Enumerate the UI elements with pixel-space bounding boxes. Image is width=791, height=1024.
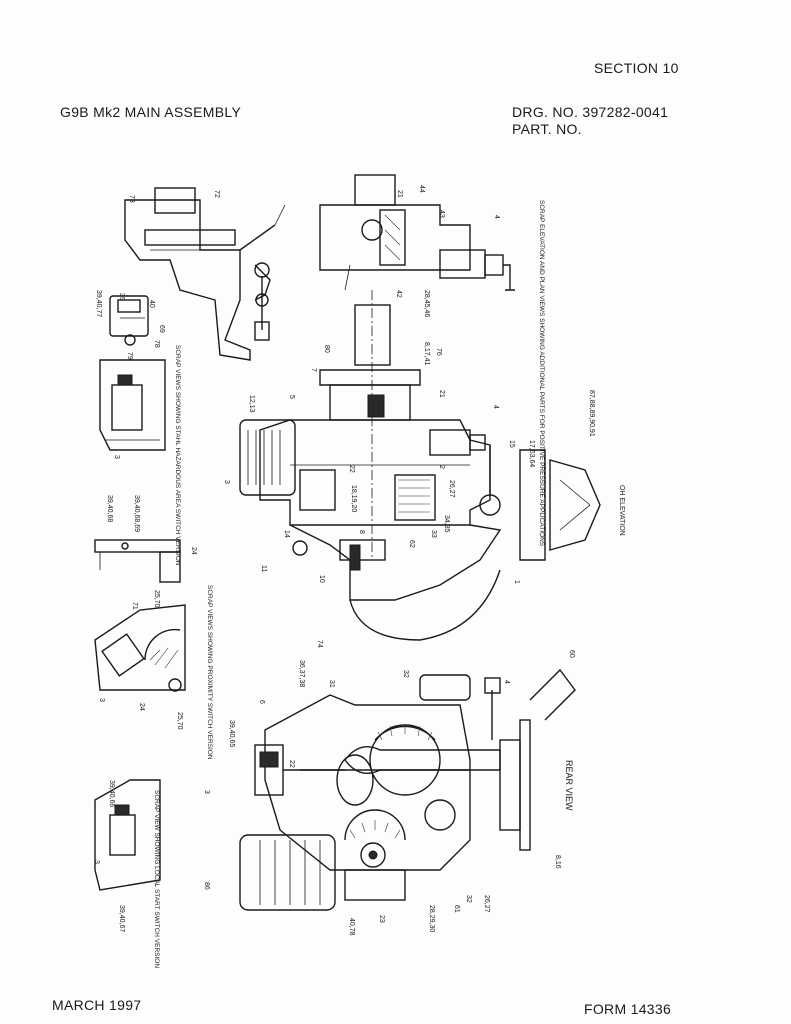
scrap-proximity-note: SCRAP VIEWS SHOWING PROXIMITY SWITCH VER… (206, 585, 213, 760)
scrap-positive-note: SCRAP ELEVATION AND PLAN VIEWS SHOWING A… (538, 200, 545, 547)
switch-detail-top (109, 295, 149, 346)
part-label: 3 (113, 455, 120, 459)
part-number: PART. NO. (512, 121, 582, 137)
part-label: 39,40,77 (95, 290, 102, 317)
part-label: 76 (435, 348, 442, 356)
part-label: 33 (430, 530, 437, 538)
part-label: 39,40,68 (106, 495, 113, 522)
elevation-title: OH ELEVATION (618, 485, 625, 536)
part-label: 11 (260, 565, 267, 572)
part-label: 39,40,66 (108, 780, 115, 807)
part-label: 73 (128, 195, 135, 203)
part-label: 6 (258, 700, 265, 704)
part-label: 79 (126, 352, 133, 360)
part-label: 12,13 (248, 395, 255, 413)
part-label: 74 (316, 640, 323, 648)
part-label: 8 (358, 530, 365, 534)
part-label: 69 (158, 325, 165, 333)
form-number: FORM 14336 (584, 1001, 672, 1017)
part-label: 26,27 (483, 895, 490, 913)
part-label: 39,40,65 (228, 720, 235, 747)
proximity-switch-views (94, 539, 186, 692)
part-label: 42 (395, 290, 402, 298)
part-label: 39,40,68,69 (133, 495, 140, 532)
part-label: 36,37,38 (298, 660, 305, 687)
part-label: 10 (318, 575, 325, 583)
part-label: 3 (223, 480, 230, 484)
part-label: 24 (190, 547, 197, 555)
part-label: 40 (148, 300, 155, 308)
part-label: 4 (492, 405, 499, 409)
positive-pressure-view (319, 174, 515, 291)
part-label: 34,35 (443, 515, 450, 533)
scrap-hazardous-note: SCRAP VIEWS SHOWING STAHL HAZARDOUS AREA… (174, 345, 181, 566)
part-label: 3 (98, 698, 105, 702)
bracket-assembly-top-left (124, 187, 286, 361)
part-label: 7 (310, 368, 317, 372)
part-label: 43 (438, 210, 445, 218)
section-number: SECTION 10 (594, 60, 679, 76)
part-label: 1 (513, 580, 520, 584)
part-label: 86 (203, 882, 210, 890)
part-label: 8,17,41 (423, 342, 430, 365)
part-label: 87,88,89,90,91 (588, 390, 595, 437)
main-assembly (239, 290, 601, 641)
local-start-switch-box (94, 779, 161, 891)
drawing-number: DRG. NO. 397282-0041 (512, 104, 669, 120)
scrap-local-note: SCRAP VIEW SHOWING LOCAL START SWITCH VE… (153, 790, 160, 968)
part-label: 23 (378, 915, 385, 923)
part-label: 4 (493, 215, 500, 219)
part-label: 26,27 (448, 480, 455, 498)
part-label: 3 (93, 860, 100, 864)
part-label: 25,70 (153, 590, 160, 608)
part-label: 17,63,64 (528, 440, 535, 467)
hazardous-switch-box (99, 359, 166, 451)
part-label: 39 (118, 293, 125, 301)
part-label: 22 (288, 760, 295, 768)
part-label: 44 (418, 185, 425, 193)
part-label: 8,16 (554, 855, 561, 869)
part-label: 32 (402, 670, 409, 678)
drawing-title: G9B Mk2 MAIN ASSEMBLY (60, 104, 242, 120)
part-label: 28,29,30 (428, 905, 435, 932)
part-label: 3 (203, 790, 210, 794)
part-label: 2 (438, 465, 445, 469)
part-label: 5 (288, 395, 295, 399)
issue-date: MARCH 1997 (52, 997, 142, 1013)
part-label: 71 (131, 602, 138, 610)
part-label: 78 (153, 340, 160, 348)
part-label: 21 (438, 390, 445, 398)
part-label: 24 (138, 703, 145, 711)
part-label: 21 (396, 190, 403, 198)
part-label: 28,45,46 (423, 290, 430, 317)
rear-view-title: REAR VIEW (564, 760, 574, 811)
rear-view-assembly (239, 668, 576, 911)
part-label: 18,19,20 (350, 485, 357, 512)
part-label: 14 (283, 530, 290, 538)
part-label: 32 (465, 895, 472, 903)
part-label: 15 (508, 440, 515, 448)
part-label: 4 (503, 680, 510, 684)
part-label: 25,70 (176, 712, 183, 730)
part-label: 62 (408, 540, 415, 548)
part-label: 39,40,67 (118, 905, 125, 932)
part-label: 80 (323, 345, 330, 353)
part-label: 61 (453, 905, 460, 913)
part-label: 31 (328, 680, 335, 688)
part-label: 40,78 (348, 918, 355, 936)
part-label: 72 (213, 190, 220, 198)
part-label: 22 (348, 465, 355, 473)
part-label: 60 (568, 650, 575, 658)
